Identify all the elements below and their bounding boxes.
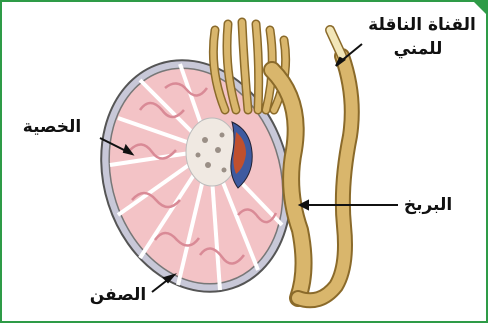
- label-vas-deferens-line2: للمني: [394, 39, 443, 59]
- label-epididymis: البربخ: [404, 195, 452, 215]
- label-vas-deferens-line1: القناة الناقلة: [368, 15, 476, 35]
- label-scrotum: الصفن: [90, 285, 147, 305]
- label-testis: الخصية: [23, 117, 81, 137]
